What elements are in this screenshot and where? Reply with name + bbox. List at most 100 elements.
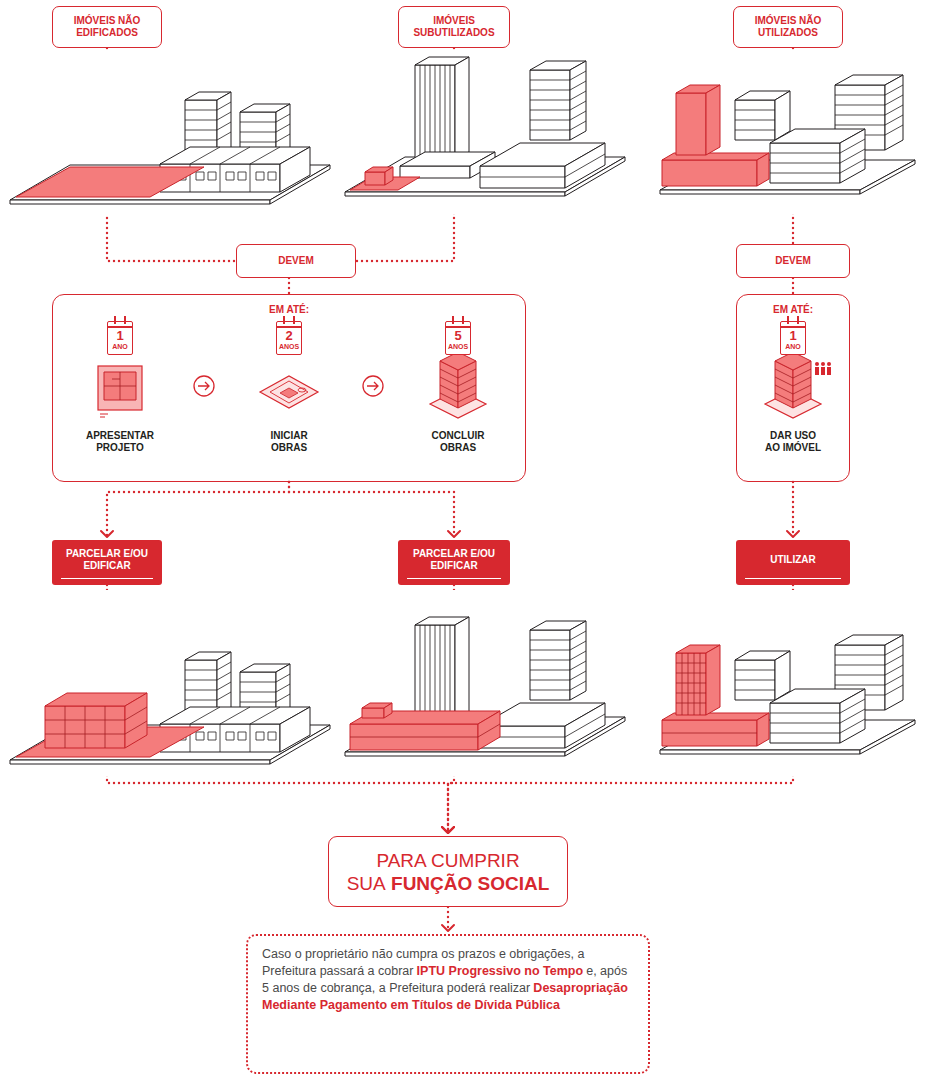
text-block: 5ANOS [448, 329, 468, 351]
connector-line [107, 482, 289, 537]
arrow-head [442, 827, 454, 833]
flow-connector [787, 482, 799, 537]
arrow-head [442, 925, 454, 931]
text-block: 2ANOS [279, 329, 299, 351]
unused-building-scene [662, 85, 769, 186]
text-block: 1ANO [785, 329, 801, 351]
node-text: EM ATÉ: [269, 304, 309, 315]
built-podium-scene [345, 617, 625, 756]
occupied-building-icon [765, 352, 831, 418]
construction-site-icon [298, 388, 306, 392]
finished-building-icon [430, 352, 486, 418]
flow-connector [289, 278, 290, 294]
text-block: 1ANO [112, 329, 128, 351]
category-box: IMÓVEIS NÃO EDIFICADOS [52, 6, 162, 48]
deadline-panel: EM ATÉ:1ANO2ANOS5ANOS [52, 294, 526, 482]
goal-box: PARA CUMPRIR SUAFUNÇÃO SOCIAL [328, 836, 568, 907]
action-box: PARCELAR E/OU EDIFICAR [398, 540, 510, 585]
project-plan-icon [100, 414, 108, 417]
construction-site-icon [270, 381, 308, 403]
node-text: 1 [112, 329, 128, 343]
project-plan-icon [104, 372, 136, 400]
vacant-lot-scene [10, 92, 330, 204]
flow-connector [101, 482, 289, 537]
step-arrow [198, 382, 209, 390]
text-block: DEVEM [775, 255, 811, 267]
construction-site-icon [260, 376, 318, 408]
underused-lot-scene [345, 57, 625, 196]
built-lot-scene [10, 652, 330, 764]
obligation-box: DEVEM [236, 244, 356, 278]
connector-line [447, 907, 449, 931]
text-block: PARCELAR E/OU EDIFICAR [60, 548, 154, 572]
node-text: IMÓVEIS NÃO UTILIZADOS [755, 15, 822, 38]
node-text: IMÓVEIS NÃO EDIFICADOS [74, 15, 141, 38]
illustration-backing [636, 590, 928, 776]
connector-line [792, 278, 794, 294]
project-plan-icon [104, 372, 136, 400]
node-text: DEVEM [775, 255, 811, 266]
flow-connector [793, 278, 794, 294]
node-text: PARCELAR E/OU EDIFICAR [66, 548, 148, 571]
flow-connector [289, 482, 460, 537]
built-lot-scene [45, 706, 147, 748]
text-block: IMÓVEIS NÃO EDIFICADOS [61, 15, 153, 39]
text-block: PARA CUMPRIR SUAFUNÇÃO SOCIAL [339, 849, 557, 895]
arrow-head [448, 531, 460, 537]
vacant-lot-scene [10, 92, 330, 204]
step-label: DAR USO AO IMÓVEL [763, 430, 823, 454]
node-text: UTILIZAR [770, 554, 816, 565]
node-text: 5 [448, 329, 468, 343]
flow-connector [442, 907, 454, 931]
occupied-building-icon [815, 362, 819, 366]
arrow-head [101, 531, 113, 537]
step-label: APRESENTAR PROJETO [80, 430, 160, 454]
underused-lot-scene [385, 167, 393, 185]
illustration-backing [636, 50, 928, 214]
built-lot-scene [10, 652, 330, 764]
built-podium-scene [350, 724, 500, 737]
node-text: ANO [112, 343, 128, 351]
illustration-backing [338, 590, 634, 776]
occupied-building-icon [827, 362, 831, 366]
calendar-icon: 2ANOS [276, 321, 302, 355]
construction-site-icon [280, 388, 298, 398]
obligation-box: DEVEM [736, 244, 850, 278]
text-block: EM ATÉ: [269, 304, 309, 316]
node-text: EM ATÉ: [773, 304, 813, 315]
illustration-backing [0, 50, 928, 776]
illustration-backing [0, 50, 335, 216]
note-box: Caso o proprietário não cumpra os prazos… [246, 934, 650, 1074]
used-building-scene [660, 635, 915, 754]
step-label: CONCLUIR OBRAS [418, 430, 498, 454]
illustration-backing [338, 50, 634, 214]
calendar-icon: 1ANO [780, 321, 806, 355]
built-podium-scene [362, 708, 384, 718]
node-text: ANOS [279, 343, 299, 351]
node-text: PARCELAR E/OU EDIFICAR [413, 548, 495, 571]
vacant-lot-scene [16, 167, 204, 197]
used-building-scene [662, 653, 757, 733]
unused-building-scene [660, 75, 915, 194]
unused-building-scene [660, 75, 915, 194]
text-block: PARCELAR E/OU EDIFICAR [406, 548, 502, 572]
node-text: ANO [785, 343, 801, 351]
occupied-building-icon [815, 367, 831, 375]
node-text: DEVEM [278, 255, 314, 266]
underused-lot-scene [365, 172, 385, 185]
construction-site-icon [260, 376, 318, 408]
step-label: INICIAR OBRAS [253, 430, 325, 454]
step-arrow [194, 376, 214, 396]
illustration-backing [0, 590, 335, 776]
built-podium-scene [384, 703, 392, 718]
node-text: IMÓVEIS SUBUTILIZADOS [413, 15, 494, 38]
arrow-head [787, 531, 799, 537]
node-text: ANOS [448, 343, 468, 351]
connector-line [288, 278, 290, 294]
node-text: IPTU Progressivo no Tempo [417, 964, 583, 978]
finished-building-icon [440, 369, 476, 402]
used-building-scene [662, 645, 769, 746]
action-box: PARCELAR E/OU EDIFICAR [52, 540, 162, 585]
